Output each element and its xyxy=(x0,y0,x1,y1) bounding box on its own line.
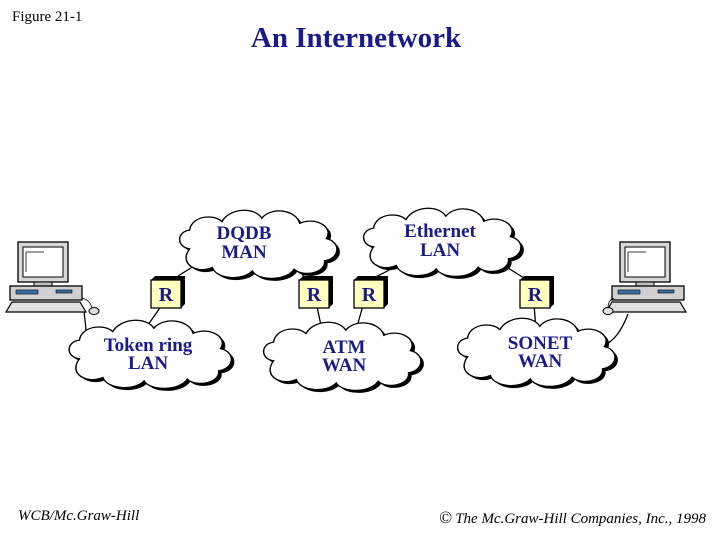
computer-icon-left xyxy=(4,241,100,315)
system-unit xyxy=(9,285,83,301)
drive-slot xyxy=(15,289,39,295)
copyright-footer: ©The Mc.Graw-Hill Companies, Inc., 1998 xyxy=(439,508,706,528)
mouse xyxy=(88,307,100,315)
router-box-face xyxy=(353,279,385,309)
keyboard xyxy=(604,301,688,313)
computer-icon-right xyxy=(602,241,688,315)
mouse-cord xyxy=(81,297,93,309)
drive-slot xyxy=(657,289,675,294)
network-label-line2: MAN xyxy=(221,242,267,263)
monitor-screen xyxy=(624,246,666,278)
network-label-line2: WAN xyxy=(518,351,563,372)
cloud-shape xyxy=(178,209,338,279)
page-title: An Internetwork xyxy=(0,22,720,55)
router-box-face xyxy=(519,279,551,309)
publisher-footer: WCB/Mc.Graw-Hill xyxy=(18,508,140,524)
network-label-line2: LAN xyxy=(420,240,460,261)
router-4: R xyxy=(519,276,554,309)
network-label-line1: Ethernet xyxy=(404,221,476,242)
cloud-shape xyxy=(456,317,616,387)
mouse xyxy=(602,307,614,315)
network-label-line1: ATM xyxy=(323,337,366,358)
monitor-screen xyxy=(22,246,64,278)
link-sonet-right-computer xyxy=(603,313,629,346)
router-box-face xyxy=(150,279,182,309)
cloud-atm-wan: ATM WAN xyxy=(262,321,422,391)
cloud-token-ring-lan: Token ring LAN xyxy=(68,319,233,389)
cloud-shape xyxy=(262,321,422,391)
network-label-line2: WAN xyxy=(322,355,367,376)
drive-slot xyxy=(617,289,641,295)
page-title-text: An Internetwork xyxy=(250,22,462,54)
cloud-dqdb-man: DQDB MAN xyxy=(178,209,338,279)
cloud-ethernet-lan: Ethernet LAN xyxy=(362,207,522,277)
router-1: R xyxy=(150,276,185,309)
drive-slot xyxy=(55,289,73,294)
keyboard xyxy=(4,301,88,313)
cloud-sonet-wan: SONET WAN xyxy=(456,317,616,387)
router-label: R xyxy=(528,284,543,306)
mouse-cord xyxy=(607,297,615,309)
cloud-shape xyxy=(362,207,522,277)
router-label: R xyxy=(362,284,377,306)
figure-label: Figure 21-1 xyxy=(12,9,83,25)
router-3: R xyxy=(353,276,388,309)
router-label: R xyxy=(159,284,174,306)
router-2: R xyxy=(298,276,333,309)
network-label-line1: SONET xyxy=(508,333,573,354)
network-label-line1: DQDB xyxy=(217,223,272,244)
router-label: R xyxy=(307,284,322,306)
network-label-line1: Token ring xyxy=(104,335,193,356)
cloud-shape xyxy=(68,319,233,389)
network-label-line2: LAN xyxy=(128,353,168,374)
copyright-symbol: © xyxy=(439,508,453,527)
router-box-face xyxy=(298,279,330,309)
copyright-text: The Mc.Graw-Hill Companies, Inc., 1998 xyxy=(455,511,706,527)
system-unit xyxy=(611,285,685,301)
